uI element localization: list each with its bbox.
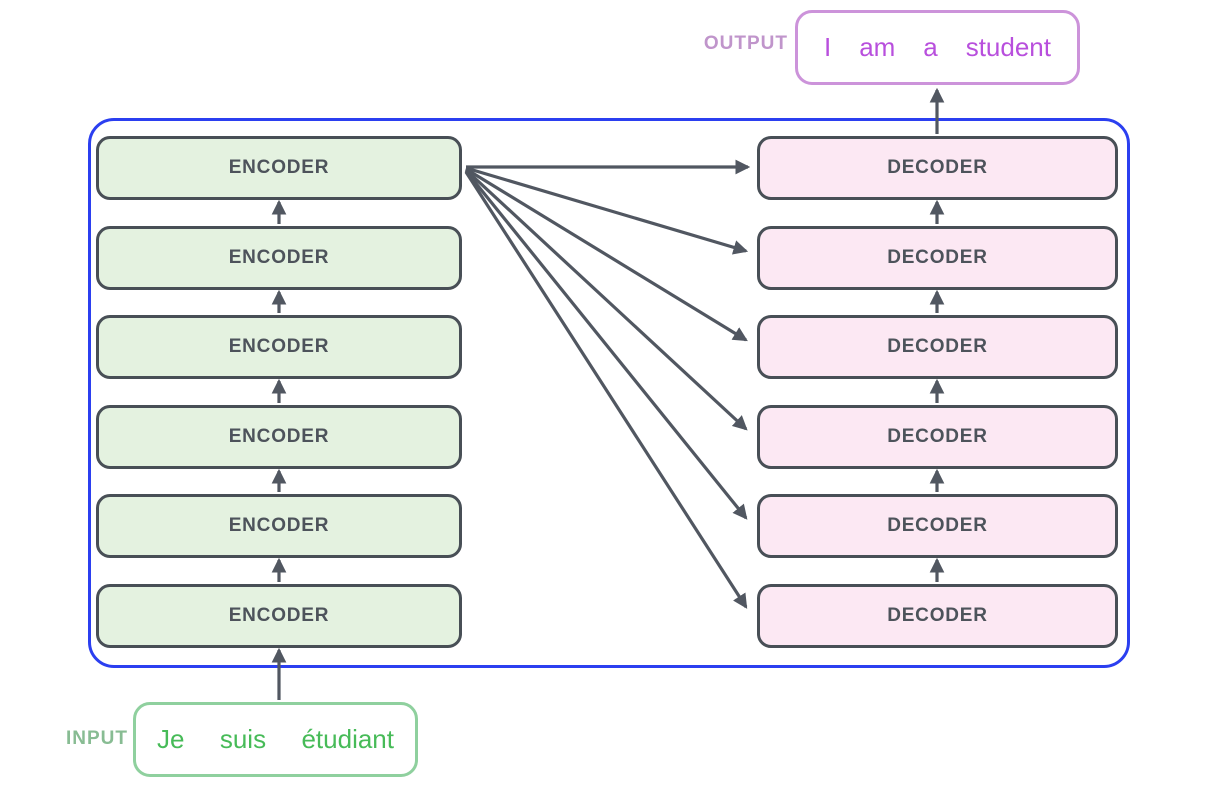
encoder-box-2: ENCODER xyxy=(96,226,462,290)
input-word: étudiant xyxy=(301,724,394,754)
encoder-label: ENCODER xyxy=(228,336,330,357)
decoder-box-5: DECODER xyxy=(757,494,1118,558)
encoder-box-1: ENCODER xyxy=(96,136,462,200)
input-sentence-box: Je suis étudiant xyxy=(133,702,418,777)
encoder-box-6: ENCODER xyxy=(96,584,462,648)
output-word: am xyxy=(859,32,896,62)
encoder-label: ENCODER xyxy=(228,515,330,536)
encoder-box-4: ENCODER xyxy=(96,405,462,469)
encoder-label: ENCODER xyxy=(228,157,330,178)
input-word: Je xyxy=(157,724,185,754)
output-word: student xyxy=(965,32,1051,62)
decoder-label: DECODER xyxy=(887,157,988,178)
encoder-label: ENCODER xyxy=(228,605,330,626)
encoder-box-5: ENCODER xyxy=(96,494,462,558)
output-sentence-box: I am a student xyxy=(795,10,1080,85)
decoder-label: DECODER xyxy=(887,247,988,268)
decoder-label: DECODER xyxy=(887,605,988,626)
output-word: I xyxy=(824,32,832,62)
encoder-to-decoders-fan-arrows xyxy=(464,159,751,609)
encoder-box-3: ENCODER xyxy=(96,315,462,379)
input-word: suis xyxy=(219,724,267,754)
decoder-label: DECODER xyxy=(887,426,988,447)
input-label: INPUT xyxy=(66,728,128,749)
decoder-box-6: DECODER xyxy=(757,584,1118,648)
decoder-box-4: DECODER xyxy=(757,405,1118,469)
output-word: a xyxy=(923,32,938,62)
decoder-box-3: DECODER xyxy=(757,315,1118,379)
decoder-label: DECODER xyxy=(887,515,988,536)
decoder-box-2: DECODER xyxy=(757,226,1118,290)
encoder-label: ENCODER xyxy=(228,247,330,268)
encoder-label: ENCODER xyxy=(228,426,330,447)
decoder-box-1: DECODER xyxy=(757,136,1118,200)
output-label: OUTPUT xyxy=(703,33,788,54)
encoder-decoder-container-frame xyxy=(88,118,1130,668)
decoder-label: DECODER xyxy=(887,336,988,357)
